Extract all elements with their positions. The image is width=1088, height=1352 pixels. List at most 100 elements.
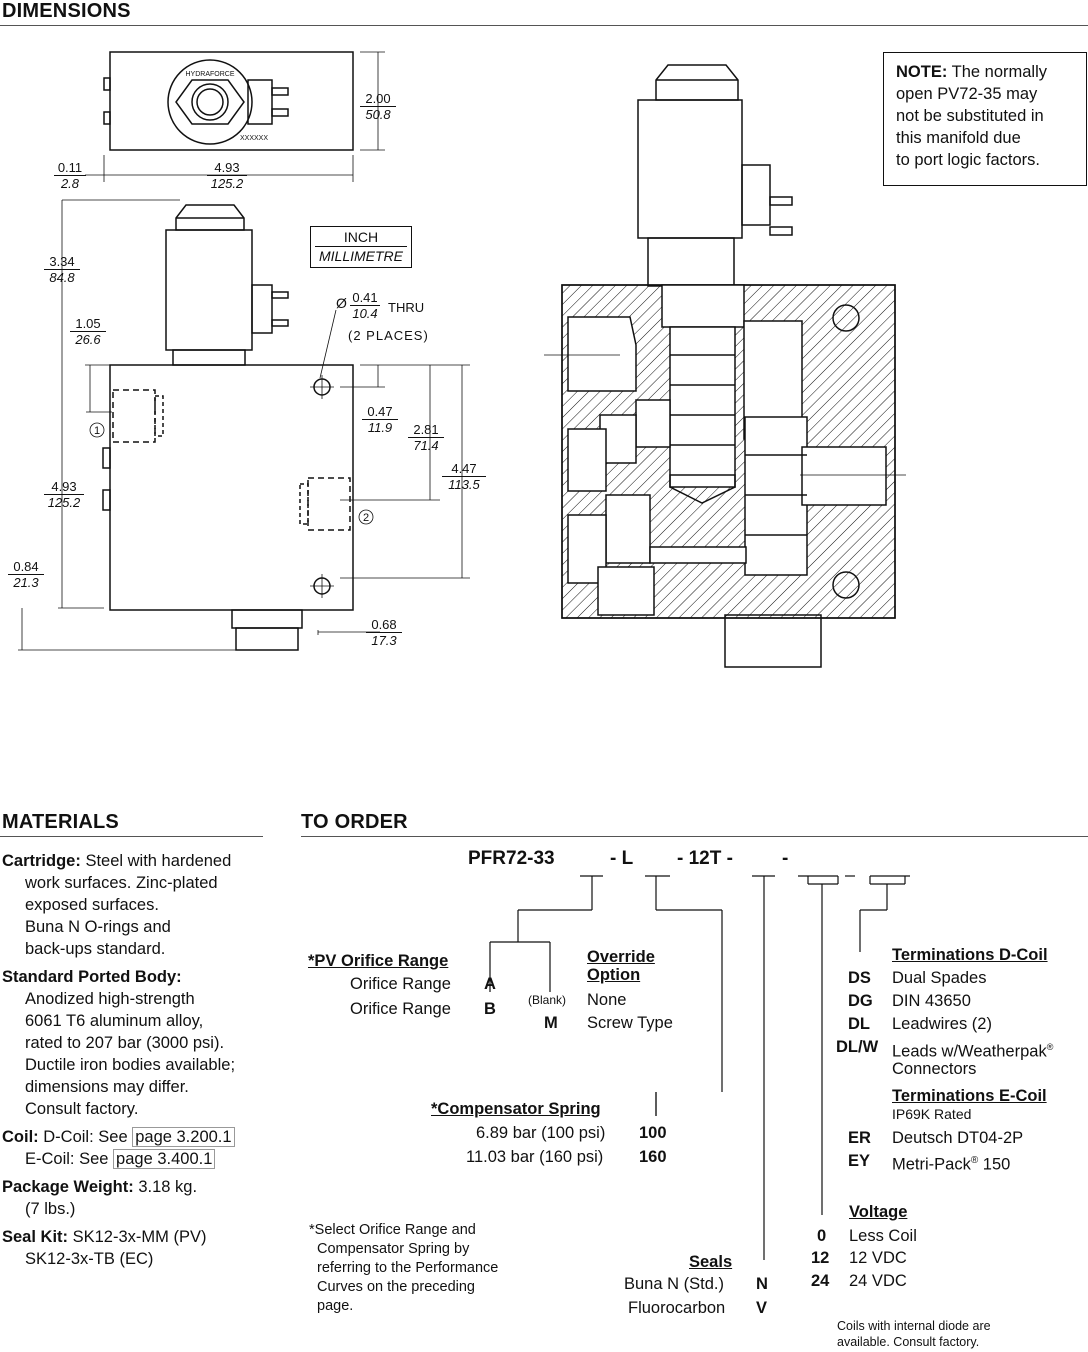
cartridge-text: back-ups standard. bbox=[25, 940, 166, 958]
terminations-d-title: Terminations D-Coil bbox=[892, 946, 1048, 964]
term-e-ey-code: EY bbox=[848, 1152, 871, 1170]
seal-kit-value: SK12-3x-TB (EC) bbox=[25, 1250, 154, 1268]
note-text: not be substituted in bbox=[896, 107, 1044, 125]
header-rule bbox=[0, 836, 263, 837]
diode-note-line: Coils with internal diode are bbox=[837, 1319, 991, 1333]
footnote-line: Compensator Spring by bbox=[317, 1241, 470, 1257]
override-none-label: None bbox=[587, 991, 627, 1009]
weight-value: 3.18 kg. bbox=[133, 1178, 198, 1196]
term-e-er-label: Deutsch DT04-2P bbox=[892, 1129, 1024, 1147]
term-e-er-code: ER bbox=[848, 1129, 871, 1147]
cartridge-text: Buna N O-rings and bbox=[25, 918, 171, 936]
model-code-12t: - 12T - bbox=[677, 848, 733, 869]
seals-buna-code: N bbox=[756, 1275, 768, 1293]
term-d-dlw-connectors: Connectors bbox=[892, 1060, 977, 1078]
override-m-code: M bbox=[544, 1014, 558, 1032]
compensator-title: *Compensator Spring bbox=[431, 1100, 601, 1118]
note-text: this manifold due bbox=[896, 129, 1021, 147]
cartridge-text: exposed surfaces. bbox=[25, 896, 159, 914]
terminations-e-title: Terminations E-Coil bbox=[892, 1087, 1047, 1105]
footnote-line: *Select Orifice Range and bbox=[309, 1222, 476, 1238]
note-text: open PV72-35 may bbox=[896, 85, 1038, 103]
term-d-ds-label: Dual Spades bbox=[892, 969, 987, 987]
cartridge-text: work surfaces. Zinc-plated bbox=[25, 874, 218, 892]
note-text: The normally bbox=[947, 63, 1047, 81]
coil-e-text: E-Coil: See bbox=[25, 1150, 114, 1168]
coil-label: Coil: bbox=[2, 1128, 39, 1146]
compensator-row-160-code: 160 bbox=[639, 1148, 667, 1166]
section-title-to-order: TO ORDER bbox=[301, 811, 408, 833]
compensator-row-100-code: 100 bbox=[639, 1124, 667, 1142]
body-text: rated to 207 bar (3000 psi). bbox=[25, 1034, 225, 1052]
cartridge-text: Steel with hardened bbox=[85, 852, 232, 870]
diode-note: Coils with internal diode are available.… bbox=[837, 1318, 991, 1350]
coil-d-page-link[interactable]: page 3.200.1 bbox=[132, 1127, 235, 1147]
term-d-dl-label: Leadwires (2) bbox=[892, 1015, 992, 1033]
voltage-title: Voltage bbox=[849, 1203, 908, 1221]
term-d-dl-code: DL bbox=[848, 1015, 870, 1033]
cartridge-label: Cartridge: bbox=[2, 852, 81, 870]
pv-orifice-row-a-code: A bbox=[484, 975, 496, 993]
voltage-24-code: 24 bbox=[811, 1272, 830, 1290]
pv-orifice-row-a-label: Orifice Range bbox=[350, 975, 451, 993]
term-e-ey-label: Metri-Pack® 150 bbox=[892, 1155, 1011, 1174]
note-label: NOTE: bbox=[896, 63, 948, 81]
part-stamp: XXXXXX bbox=[240, 135, 268, 142]
port-2-label: 2 bbox=[363, 512, 369, 524]
brand-stamp: HYDRAFORCE bbox=[185, 71, 234, 78]
voltage-0-code: 0 bbox=[817, 1227, 827, 1245]
seal-kit-value: SK12-3x-MM (PV) bbox=[68, 1228, 207, 1246]
voltage-0-label: Less Coil bbox=[849, 1227, 917, 1245]
body-text: dimensions may differ. bbox=[25, 1078, 189, 1096]
model-code-dash: - bbox=[782, 848, 789, 869]
diode-note-line: available. Consult factory. bbox=[837, 1335, 980, 1349]
seals-fluoro-code: V bbox=[756, 1299, 768, 1317]
orifice-footnote: *Select Orifice Range and Compensator Sp… bbox=[309, 1221, 498, 1316]
coil-e-page-link[interactable]: page 3.400.1 bbox=[113, 1149, 216, 1169]
voltage-12-label: 12 VDC bbox=[849, 1249, 907, 1267]
section-title-dimensions: DIMENSIONS bbox=[2, 0, 131, 22]
footnote-line: page. bbox=[317, 1298, 354, 1314]
pv-orifice-row-b-label: Orifice Range bbox=[350, 1000, 451, 1018]
term-d-dlw-code: DL/W bbox=[836, 1038, 879, 1056]
footnote-line: Curves on the preceding bbox=[317, 1279, 475, 1295]
footnote-line: referring to the Performance bbox=[317, 1260, 499, 1276]
header-rule bbox=[301, 836, 1088, 837]
term-d-dg-code: DG bbox=[848, 992, 873, 1010]
pv-orifice-row-b-code: B bbox=[484, 1000, 496, 1018]
model-code-prefix: PFR72-33 bbox=[468, 848, 555, 869]
body-label: Standard Ported Body: bbox=[2, 968, 182, 986]
order-code-leaders bbox=[489, 875, 910, 1260]
units-legend: INCH MILLIMETRE bbox=[310, 226, 412, 268]
compensator-row-100-label: 6.89 bar (100 psi) bbox=[476, 1124, 606, 1142]
dimension-drawing: HYDRAFORCE XXXXXX 1 2 bbox=[18, 51, 470, 651]
port-1-label: 1 bbox=[94, 425, 100, 437]
section-title-materials: MATERIALS bbox=[2, 811, 119, 833]
model-code-l: - L bbox=[610, 848, 634, 869]
override-title-line2: Option bbox=[587, 966, 641, 984]
override-m-label: Screw Type bbox=[587, 1014, 673, 1032]
term-d-ds-code: DS bbox=[848, 969, 871, 987]
section-view-drawing bbox=[544, 64, 906, 668]
terminations-e-subtitle: IP69K Rated bbox=[892, 1106, 972, 1122]
term-d-dg-label: DIN 43650 bbox=[892, 992, 971, 1010]
seals-title: Seals bbox=[689, 1253, 733, 1271]
body-text: Ductile iron bodies available; bbox=[25, 1056, 236, 1074]
weight-lbs: (7 lbs.) bbox=[25, 1200, 76, 1218]
note-box: NOTE: The normally open PV72-35 may not … bbox=[883, 52, 1087, 186]
voltage-12-code: 12 bbox=[811, 1249, 830, 1267]
body-text: Consult factory. bbox=[25, 1100, 139, 1118]
weight-label: Package Weight: bbox=[2, 1178, 134, 1196]
body-text: Anodized high-strength bbox=[25, 990, 195, 1008]
compensator-row-160-label: 11.03 bar (160 psi) bbox=[466, 1148, 604, 1166]
pv-orifice-title: *PV Orifice Range bbox=[308, 952, 449, 970]
